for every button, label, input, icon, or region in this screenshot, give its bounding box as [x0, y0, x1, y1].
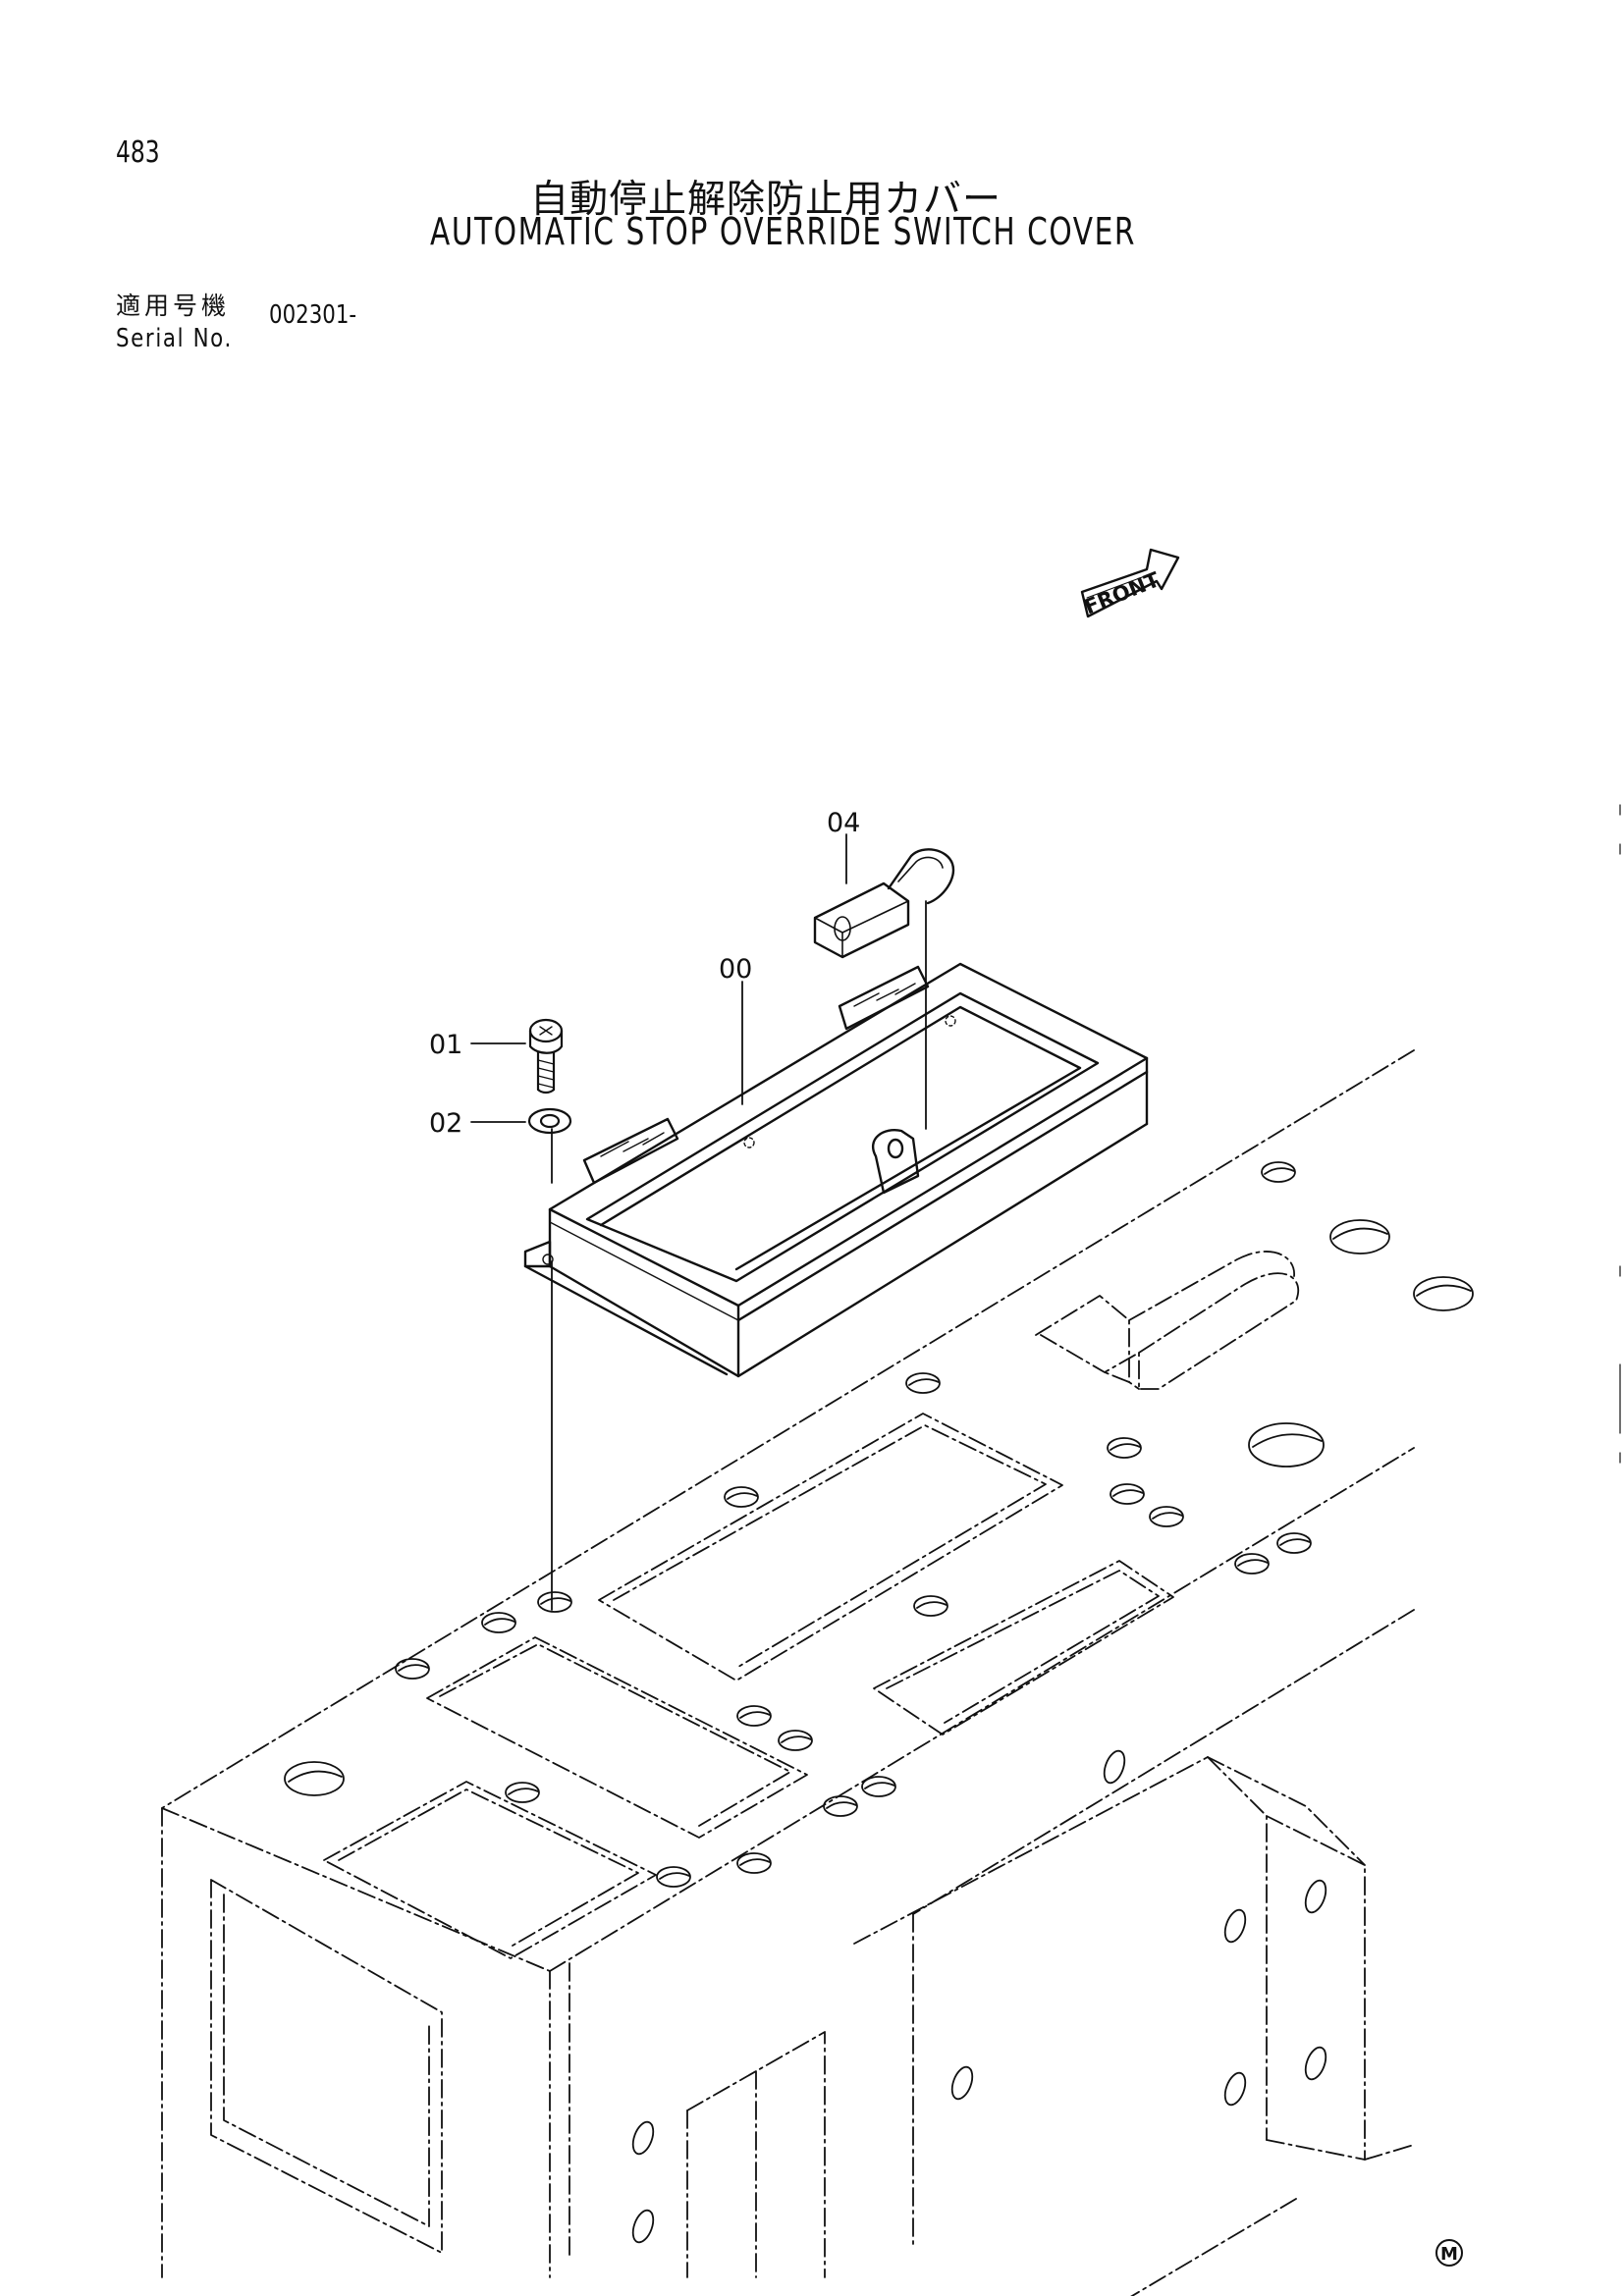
callout-01: 01 — [429, 1030, 462, 1060]
washer-icon — [527, 1107, 572, 1135]
serial-number-range: 002301- — [269, 300, 357, 330]
serial-label-japanese: 適用号機 — [116, 292, 231, 320]
front-arrow-icon: FRONT — [1080, 548, 1180, 619]
serial-label-english: Serial No. — [116, 324, 233, 353]
frame-structure — [161, 1049, 1415, 2296]
padlock-icon — [813, 848, 955, 959]
cover-box — [523, 962, 1149, 1378]
page-title-japanese: 自動停止解除防止用カバー — [530, 178, 1002, 222]
m-mark-label: M — [1440, 2244, 1458, 2265]
page-number: 483 — [116, 135, 160, 170]
m-mark-icon: M — [1435, 2239, 1463, 2267]
callout-00: 00 — [719, 954, 752, 985]
bolt-icon — [528, 1018, 564, 1095]
callout-labels: 04 00 01 02 — [429, 808, 860, 1139]
callout-02: 02 — [429, 1108, 462, 1139]
callout-04: 04 — [827, 808, 860, 838]
front-arrow-label: FRONT — [1081, 567, 1164, 619]
leader-lines — [470, 833, 927, 1611]
frame-bolt-holes — [284, 1161, 1474, 2244]
page-title-english: AUTOMATIC STOP OVERRIDE SWITCH COVER — [430, 210, 1137, 253]
